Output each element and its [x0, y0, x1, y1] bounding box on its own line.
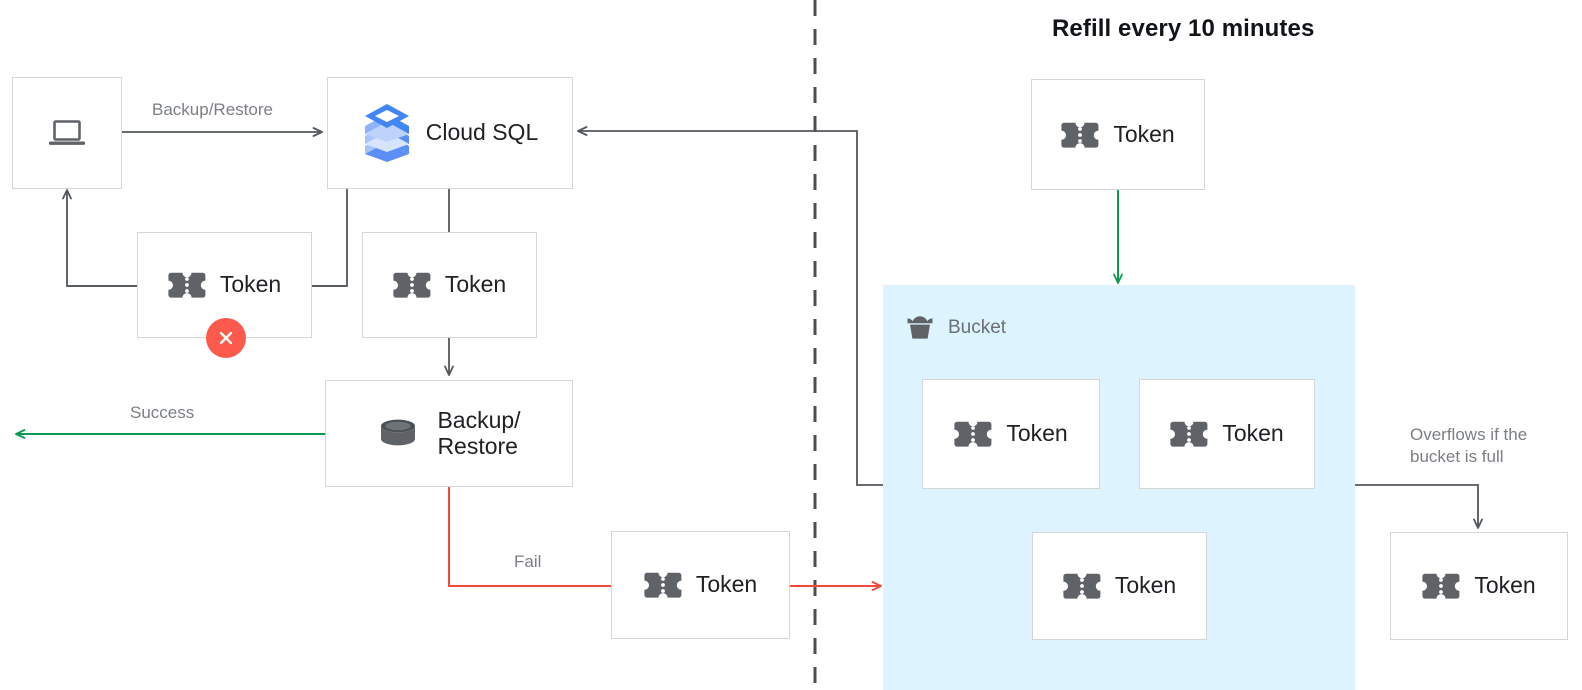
page-title: Refill every 10 minutes — [1052, 15, 1315, 42]
node-bucket-token-1[interactable]: Token — [922, 379, 1100, 489]
edge-label-backup-restore: Backup/Restore — [152, 100, 273, 119]
token-icon — [1170, 419, 1208, 449]
laptop-icon — [47, 116, 87, 150]
edge-bucket-overflow — [1355, 484, 1483, 529]
node-bucket-token-1-label: Token — [1006, 420, 1068, 447]
node-cloud-sql-label: Cloud SQL — [425, 119, 539, 146]
node-client[interactable] — [12, 77, 122, 189]
node-cloud-sql[interactable]: Cloud SQL — [327, 77, 573, 189]
edge-label-success: Success — [130, 403, 195, 422]
node-token-consumed[interactable]: Token — [362, 232, 537, 338]
token-icon — [168, 270, 206, 300]
token-icon — [644, 570, 682, 600]
close-icon — [219, 331, 233, 345]
bucket-icon — [903, 312, 937, 344]
token-icon — [1061, 120, 1099, 150]
node-backup-restore-label: Backup/ Restore — [437, 406, 521, 459]
node-token-fail-return-label: Token — [695, 571, 758, 598]
node-token-failed-label: Token — [219, 271, 282, 298]
node-token-overflow[interactable]: Token — [1390, 532, 1568, 640]
node-token-consumed-label: Token — [444, 271, 507, 298]
node-token-failed[interactable]: Token — [137, 232, 312, 358]
node-token-overflow-label: Token — [1474, 572, 1536, 599]
node-bucket-token-2-label: Token — [1222, 420, 1284, 447]
cloud-sql-icon — [362, 104, 412, 162]
edge-label-fail: Fail — [514, 552, 542, 571]
edge-label-overflow: Overflows if the bucket is full — [1410, 425, 1528, 466]
node-bucket-token-2[interactable]: Token — [1139, 379, 1315, 489]
token-icon — [1063, 571, 1101, 601]
node-bucket-token-3[interactable]: Token — [1032, 532, 1207, 640]
token-icon — [393, 270, 431, 300]
database-icon — [377, 417, 419, 451]
node-token-refill[interactable]: Token — [1031, 79, 1205, 190]
bucket-header: Bucket — [903, 312, 1006, 344]
node-token-fail-return[interactable]: Token — [611, 531, 790, 639]
node-bucket-token-3-label: Token — [1114, 572, 1177, 599]
token-icon — [954, 419, 992, 449]
token-icon — [1422, 571, 1460, 601]
edge-bucket-to-cloudsql — [577, 126, 883, 486]
error-x-badge — [206, 318, 246, 358]
bucket-label: Bucket — [948, 317, 1007, 338]
node-backup-restore[interactable]: Backup/ Restore — [325, 380, 573, 487]
node-token-refill-label: Token — [1113, 120, 1175, 147]
